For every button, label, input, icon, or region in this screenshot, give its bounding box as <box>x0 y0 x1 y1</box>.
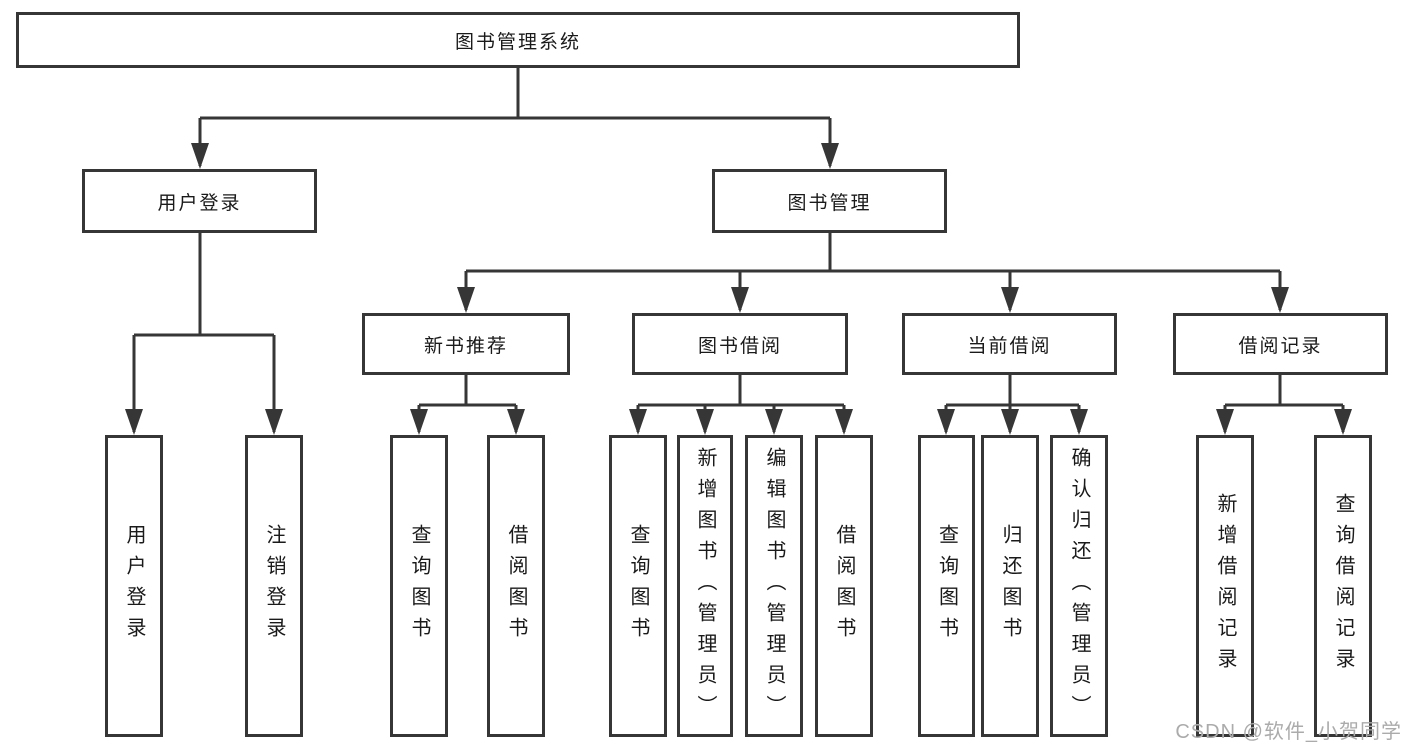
arrow-icon <box>731 287 749 313</box>
arrow-icon <box>1334 409 1352 435</box>
leaf-label: 查询图书 <box>627 524 649 648</box>
node-new-book-recommend: 新书推荐 <box>362 313 570 375</box>
leaf-edit-books-admin: 编辑图书（管理员） <box>745 435 803 737</box>
node-root-system: 图书管理系统 <box>16 12 1020 68</box>
leaf-borrow-books: 借阅图书 <box>815 435 873 737</box>
arrow-icon <box>191 143 209 169</box>
arrow-icon <box>1070 409 1088 435</box>
leaf-label: 借阅图书 <box>833 524 855 648</box>
arrow-icon <box>457 287 475 313</box>
arrow-icon <box>937 409 955 435</box>
leaf-label: 注销登录 <box>263 524 285 648</box>
arrow-icon <box>507 409 525 435</box>
node-user-login: 用户登录 <box>82 169 317 233</box>
connector-root-to-level2 <box>198 68 832 166</box>
leaf-query-books-rec: 查询图书 <box>390 435 448 737</box>
connector-userlogin-to-leaves <box>132 233 276 432</box>
leaf-label: 查询图书 <box>408 524 430 648</box>
leaf-label: 查询图书 <box>935 524 958 648</box>
connector-borrowrecords-to-leaves <box>1223 375 1345 432</box>
leaf-return-books: 归还图书 <box>981 435 1039 737</box>
leaf-label: 确认归还（管理员） <box>1068 446 1090 726</box>
leaf-query-borrow-record: 查询借阅记录 <box>1314 435 1372 737</box>
arrow-icon <box>835 409 853 435</box>
connector-bookmgmt-to-level3 <box>464 233 1282 310</box>
node-book-borrowing: 图书借阅 <box>632 313 848 375</box>
leaf-label: 借阅图书 <box>505 524 527 648</box>
leaf-query-books-borrow: 查询图书 <box>609 435 667 737</box>
arrow-icon <box>1001 287 1019 313</box>
arrow-icon <box>629 409 647 435</box>
node-borrowing-records: 借阅记录 <box>1173 313 1388 375</box>
leaf-label: 查询借阅记录 <box>1332 493 1354 679</box>
leaf-user-login: 用户登录 <box>105 435 163 737</box>
leaf-label: 归还图书 <box>999 524 1021 648</box>
leaf-label: 编辑图书（管理员） <box>763 446 785 726</box>
leaf-add-books-admin: 新增图书（管理员） <box>677 435 733 737</box>
leaf-label: 新增图书（管理员） <box>694 446 716 726</box>
connector-bookborrow-to-leaves <box>636 375 846 432</box>
leaf-label: 新增借阅记录 <box>1214 493 1236 679</box>
leaf-add-borrow-record: 新增借阅记录 <box>1196 435 1254 737</box>
leaf-query-books-current: 查询图书 <box>918 435 975 737</box>
arrow-icon <box>1271 287 1289 313</box>
node-current-borrowing: 当前借阅 <box>902 313 1117 375</box>
arrow-icon <box>125 409 143 435</box>
leaf-borrow-books-rec: 借阅图书 <box>487 435 545 737</box>
arrow-icon <box>821 143 839 169</box>
arrow-icon <box>765 409 783 435</box>
arrow-icon <box>1216 409 1234 435</box>
arrow-icon <box>1001 409 1019 435</box>
connector-currentborrow-to-leaves <box>944 375 1081 432</box>
leaf-label: 用户登录 <box>123 524 145 648</box>
arrow-icon <box>410 409 428 435</box>
leaf-logout: 注销登录 <box>245 435 303 737</box>
arrow-icon <box>696 409 714 435</box>
node-book-management: 图书管理 <box>712 169 947 233</box>
arrow-icon <box>265 409 283 435</box>
leaf-confirm-return-admin: 确认归还（管理员） <box>1050 435 1108 737</box>
connector-newbookrec-to-leaves <box>417 375 518 432</box>
